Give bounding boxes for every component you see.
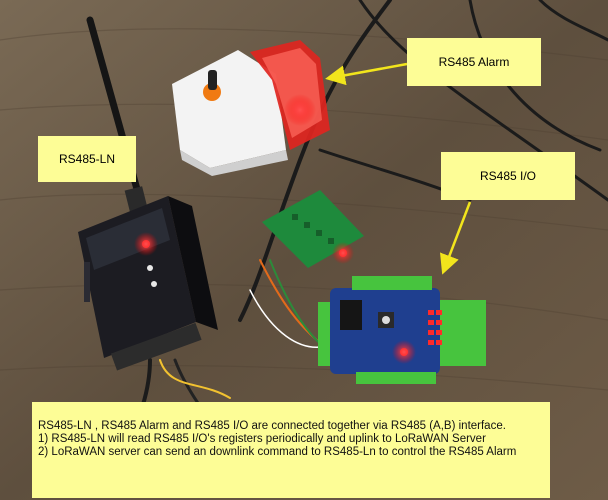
description-line-2: 1) RS485-LN will read RS485 I/O's regist… <box>38 433 486 445</box>
label-rs485-alarm: RS485 Alarm <box>407 38 541 86</box>
label-rs485-ln-text: RS485-LN <box>58 152 116 166</box>
green-board <box>262 190 364 268</box>
description-line-1: RS485-LN , RS485 Alarm and RS485 I/O are… <box>38 420 506 432</box>
callout-arrows <box>325 62 472 275</box>
rs485-alarm-device <box>172 40 330 176</box>
label-rs485-io: RS485 I/O <box>441 152 575 200</box>
description-line-3: 2) LoRaWAN server can send an downlink c… <box>38 446 517 458</box>
rs485-io-device <box>318 276 486 384</box>
label-rs485-ln: RS485-LN <box>38 136 136 182</box>
rs485-ln-device <box>78 196 218 371</box>
label-rs485-io-text: RS485 I/O <box>479 169 537 183</box>
description-box: RS485-LN , RS485 Alarm and RS485 I/O are… <box>32 402 550 498</box>
label-rs485-alarm-text: RS485 Alarm <box>438 55 510 69</box>
arrow-io <box>440 201 472 275</box>
arrow-alarm <box>325 62 408 86</box>
